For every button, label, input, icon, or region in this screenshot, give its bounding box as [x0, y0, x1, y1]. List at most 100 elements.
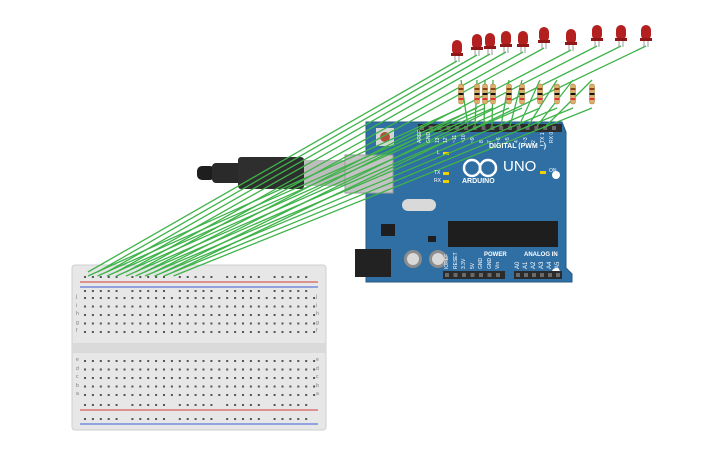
row-letter: j — [76, 294, 78, 300]
power-pin-label: RESET — [452, 252, 459, 269]
wire-ground[interactable] — [97, 107, 478, 277]
analog-header[interactable] — [514, 271, 562, 279]
wire-to-led[interactable] — [116, 51, 507, 273]
resistor[interactable] — [554, 83, 560, 105]
power-pin-label: GND — [486, 257, 493, 269]
row-letter: h — [76, 311, 79, 317]
row-letter: d — [76, 365, 79, 372]
digital-pin-label: AREF — [417, 129, 423, 143]
wire-to-led[interactable] — [125, 51, 524, 273]
wire-ground[interactable] — [173, 107, 593, 277]
led-l-label: L — [437, 150, 440, 156]
row-letter: e — [316, 357, 319, 363]
resistor[interactable] — [506, 83, 512, 105]
resistors[interactable] — [458, 83, 595, 105]
led-tx-label: TX — [434, 170, 441, 176]
row-letter: g — [76, 319, 79, 326]
atmega-chip — [448, 221, 558, 247]
row-letter: c — [316, 374, 319, 380]
wire-to-led[interactable] — [97, 54, 478, 273]
wire-to-led[interactable] — [87, 60, 458, 273]
wire-ground[interactable] — [144, 107, 541, 277]
digital-pin-label: 4 — [513, 140, 520, 143]
analog-pin-label: A1 — [523, 261, 529, 269]
digital-pin-label: ~6 — [496, 137, 503, 143]
row-letter: c — [76, 374, 79, 380]
digital-pin-label: ~9 — [469, 137, 476, 143]
analog-pin-label: A2 — [531, 261, 537, 269]
arduino-uno-board[interactable] — [344, 121, 573, 283]
led[interactable] — [517, 31, 529, 53]
power-pin-label: GND — [478, 257, 484, 269]
row-letter: a — [76, 391, 79, 397]
led[interactable] — [471, 34, 483, 56]
power-jack — [355, 249, 391, 277]
digital-label: DIGITAL (PWM ~) — [489, 143, 547, 150]
power-pin-label: Vin — [495, 261, 501, 269]
wire-to-led[interactable] — [144, 49, 572, 273]
breadboard[interactable] — [71, 264, 327, 431]
resistor[interactable] — [537, 83, 543, 105]
wire-ground[interactable] — [163, 107, 574, 277]
led-on-label: ON — [549, 168, 557, 174]
analog-pin-label: A3 — [539, 261, 545, 269]
row-letter: e — [76, 357, 79, 363]
digital-header[interactable] — [418, 124, 562, 132]
digital-pin-label: ~3 — [522, 137, 529, 143]
breadboard-holes — [84, 276, 316, 420]
wire-to-led[interactable] — [154, 45, 598, 273]
digital-pin-label: RX 0 — [549, 131, 555, 143]
analog-pin-label: A4 — [547, 261, 553, 269]
digital-pin-label: GND — [425, 131, 432, 143]
row-letter: a — [316, 391, 319, 397]
wire-to-led[interactable] — [106, 53, 491, 273]
row-letter: f — [316, 328, 318, 334]
resistor[interactable] — [589, 83, 595, 105]
led[interactable] — [500, 31, 512, 53]
row-letter: f — [76, 328, 78, 334]
row-letter: j — [316, 294, 318, 300]
led[interactable] — [538, 27, 550, 49]
led[interactable] — [615, 25, 627, 47]
led-rx-label: RX — [434, 178, 441, 184]
digital-pin-label: 8 — [478, 140, 485, 143]
power-pin-label: 5V — [469, 262, 476, 269]
wire-to-led[interactable] — [163, 45, 622, 273]
row-letter: d — [316, 365, 319, 372]
power-label: POWER — [484, 252, 507, 258]
row-letter: h — [316, 311, 319, 317]
row-letter: b — [316, 382, 319, 389]
wire-ground[interactable] — [154, 107, 558, 277]
resistor[interactable] — [490, 83, 496, 105]
digital-pin-label: 7 — [487, 140, 494, 143]
row-letter: i — [76, 302, 78, 309]
resistor[interactable] — [570, 83, 576, 105]
wires[interactable] — [87, 45, 647, 277]
digital-pin-label: 12 — [443, 137, 450, 143]
leds[interactable] — [451, 25, 652, 62]
digital-pin-label: 13 — [434, 137, 441, 143]
arduino-brand: ARDUINO — [462, 178, 495, 185]
row-letter: g — [316, 319, 319, 326]
row-letter: b — [76, 382, 79, 389]
l-led-icon — [443, 152, 449, 155]
resistor[interactable] — [482, 83, 488, 105]
led[interactable] — [640, 25, 652, 47]
wire-to-led[interactable] — [173, 45, 647, 273]
analog-pin-label: A0 — [515, 261, 521, 269]
led[interactable] — [451, 40, 463, 62]
resistor[interactable] — [519, 83, 525, 105]
power-pin-label: IOREF — [444, 253, 450, 269]
digital-pin-label: 2 — [531, 140, 538, 143]
resistor[interactable] — [474, 83, 480, 105]
wire-to-pin[interactable] — [545, 79, 593, 127]
led[interactable] — [484, 33, 496, 55]
model-label: UNO — [503, 158, 537, 175]
analog-pin-label: A5 — [555, 261, 561, 269]
led[interactable] — [591, 25, 603, 47]
digital-pin-label: ~11 — [452, 134, 459, 143]
analog-label: ANALOG IN — [524, 252, 558, 258]
resistor[interactable] — [458, 83, 464, 105]
led[interactable] — [565, 29, 577, 51]
digital-pin-label: ~10 — [461, 134, 467, 143]
